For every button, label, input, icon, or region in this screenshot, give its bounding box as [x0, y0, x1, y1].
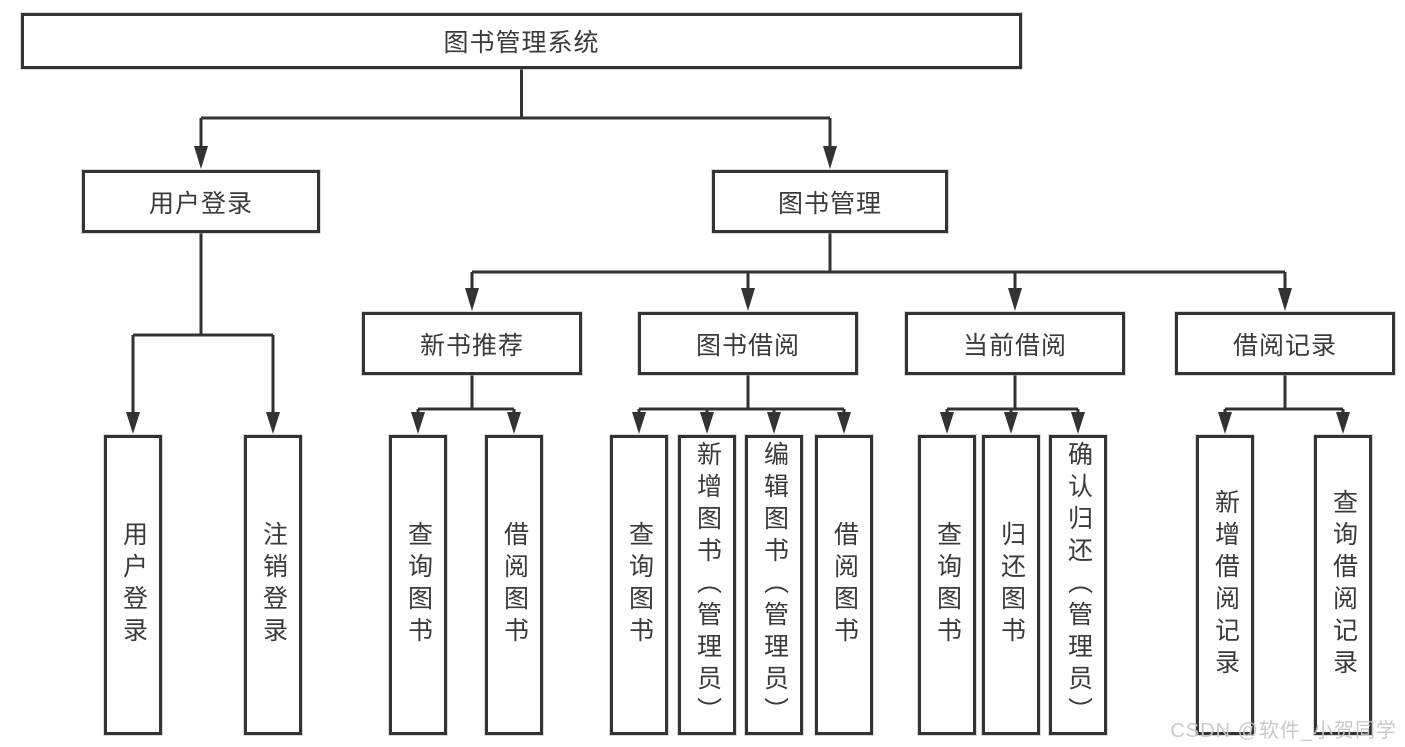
node-book-borrow: 图书借阅 — [638, 312, 858, 375]
leaf-add-books-admin: 新增图书（管理员） — [678, 435, 736, 735]
node-book-management: 图书管理 — [712, 170, 948, 233]
leaf-logout: 注销登录 — [244, 435, 302, 735]
csdn-watermark: CSDN @软件_小贺同学 — [1170, 720, 1397, 742]
leaf-return-books: 归还图书 — [982, 435, 1040, 735]
connector-book-mgmt-to-level3 — [465, 233, 1292, 311]
connector-current-borrow-to-children — [940, 375, 1085, 434]
leaf-add-borrow-record: 新增借阅记录 — [1196, 435, 1254, 735]
leaf-user-login: 用户登录 — [104, 435, 162, 735]
node-user-login: 用户登录 — [82, 170, 320, 233]
node-new-book-recommend: 新书推荐 — [362, 312, 582, 375]
connector-user-login-to-children — [126, 233, 280, 434]
connector-root-to-level2 — [194, 69, 837, 169]
node-borrow-records: 借阅记录 — [1175, 312, 1395, 375]
leaf-borrow-books: 借阅图书 — [815, 435, 873, 735]
node-current-borrow: 当前借阅 — [905, 312, 1125, 375]
leaf-query-borrow-record: 查询借阅记录 — [1314, 435, 1372, 735]
connector-new-books-to-children — [411, 375, 521, 434]
leaf-query-books-borrow: 查询图书 — [610, 435, 668, 735]
leaf-query-books-recommend: 查询图书 — [389, 435, 447, 735]
leaf-confirm-return-admin: 确认归还（管理员） — [1049, 435, 1107, 735]
node-root-system: 图书管理系统 — [21, 13, 1022, 69]
connector-book-borrow-to-children — [632, 375, 851, 434]
connector-borrow-records-to-children — [1218, 375, 1350, 434]
leaf-query-books-current: 查询图书 — [918, 435, 976, 735]
leaf-borrow-books-recommend: 借阅图书 — [485, 435, 543, 735]
leaf-edit-books-admin: 编辑图书（管理员） — [745, 435, 803, 735]
